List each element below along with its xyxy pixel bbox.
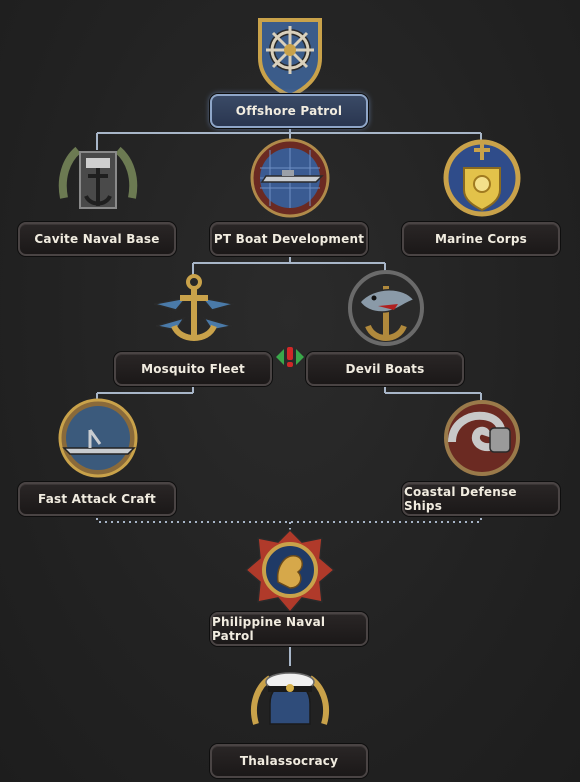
focus-label: Marine Corps (402, 222, 560, 256)
focus-devil-boats[interactable]: Devil Boats (306, 268, 466, 388)
mosquito-anchor-icon (153, 274, 235, 341)
focus-pt-boat-development[interactable]: PT Boat Development (210, 138, 370, 258)
coastal-gun-icon (444, 400, 520, 476)
focus-label: Fast Attack Craft (18, 482, 176, 516)
focus-thalassocracy[interactable]: Thalassocracy (210, 660, 370, 780)
mutually-exclusive-icon (276, 347, 304, 367)
focus-offshore-patrol[interactable]: Offshore Patrol (210, 10, 370, 130)
focus-cavite-naval-base[interactable]: Cavite Naval Base (18, 138, 178, 258)
focus-coastal-defense-ships[interactable]: Coastal Defense Ships (402, 398, 562, 518)
shark-anchor-icon (348, 270, 424, 346)
focus-philippine-naval-patrol[interactable]: Philippine Naval Patrol (210, 528, 370, 648)
naval-base-anchor-icon (58, 146, 138, 209)
sea-lion-emblem-icon (244, 528, 336, 614)
admiral-cap-icon (250, 672, 330, 725)
marine-anchor-badge-icon (443, 139, 521, 217)
focus-label: Philippine Naval Patrol (210, 612, 368, 646)
torpedo-boat-icon (58, 398, 138, 478)
focus-label: PT Boat Development (210, 222, 368, 256)
focus-label: Cavite Naval Base (18, 222, 176, 256)
focus-label: Thalassocracy (210, 744, 368, 778)
pt-boat-blueprint-icon (250, 138, 330, 218)
focus-fast-attack-craft[interactable]: Fast Attack Craft (18, 398, 178, 518)
focus-label: Devil Boats (306, 352, 464, 386)
focus-label: Offshore Patrol (210, 94, 368, 128)
focus-marine-corps[interactable]: Marine Corps (402, 138, 562, 258)
ship-wheel-shield-icon (258, 18, 322, 99)
focus-mosquito-fleet[interactable]: Mosquito Fleet (114, 268, 274, 388)
focus-label: Coastal Defense Ships (402, 482, 560, 516)
focus-label: Mosquito Fleet (114, 352, 272, 386)
